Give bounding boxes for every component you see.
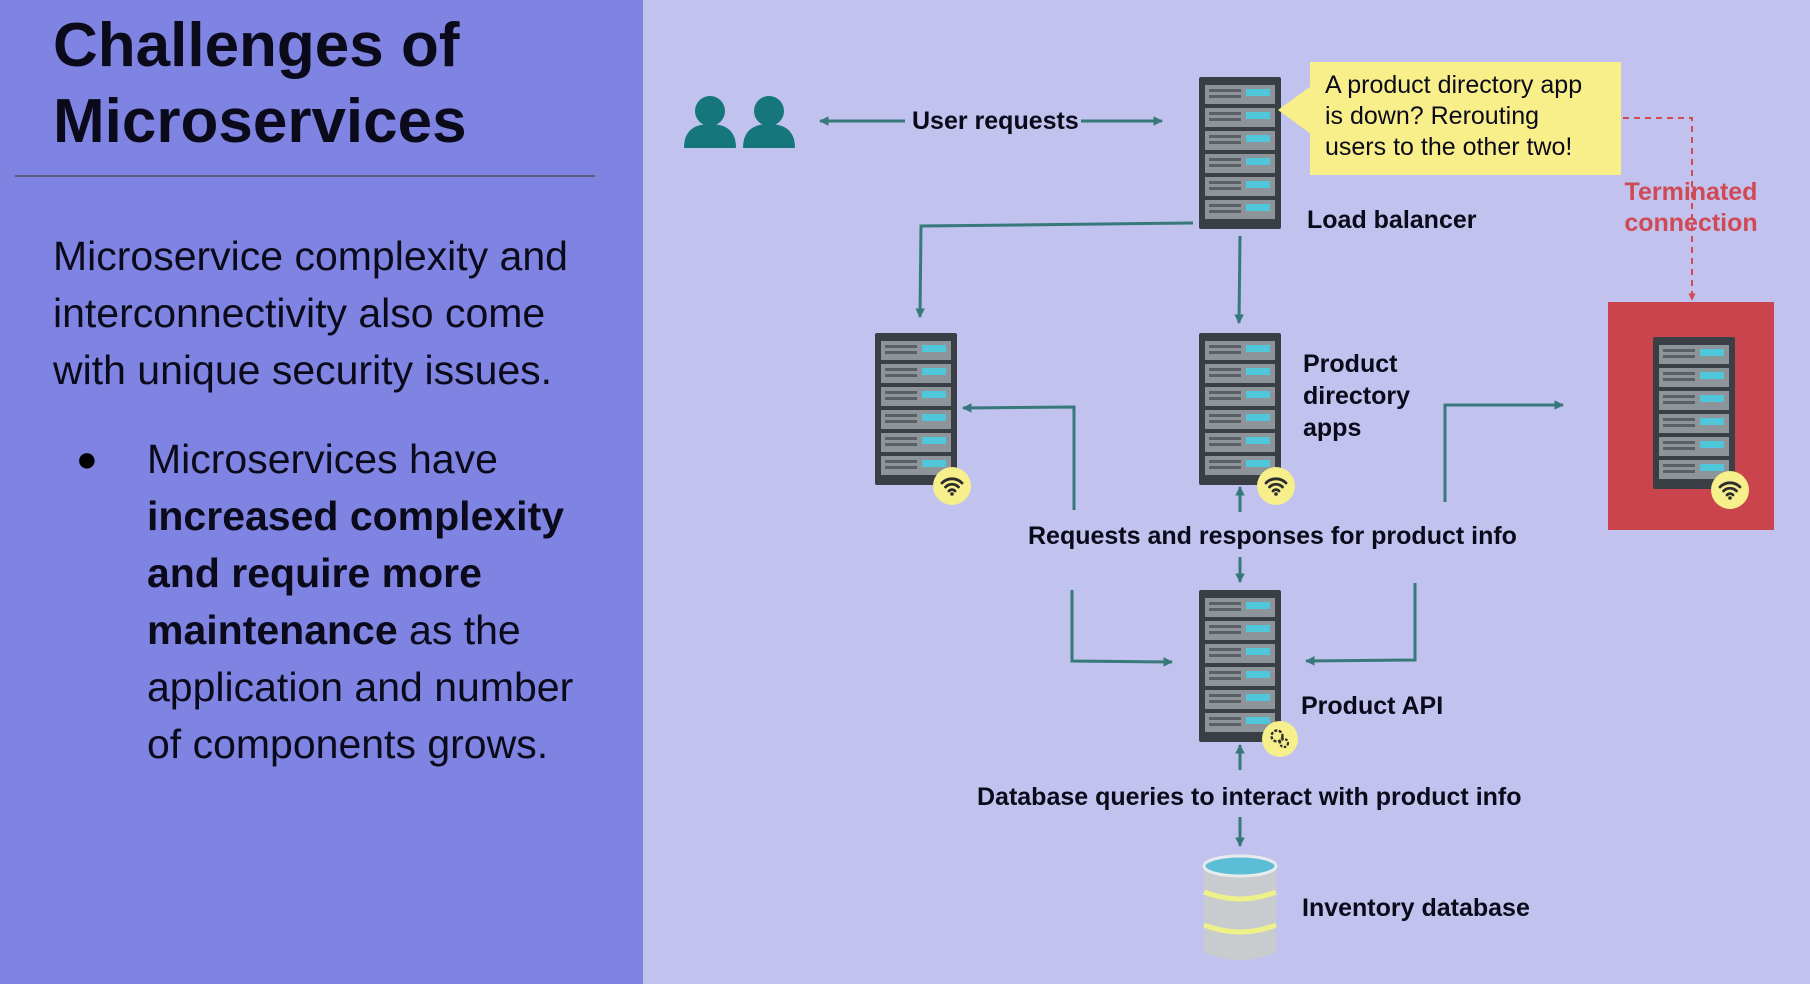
product-directory-line-3: apps bbox=[1303, 414, 1362, 442]
product-app-server-icon bbox=[875, 333, 957, 485]
callout-line-1: A product directory app bbox=[1325, 71, 1583, 99]
inventory-database-label: Inventory database bbox=[1302, 894, 1530, 922]
load-balancer-label: Load balancer bbox=[1307, 206, 1477, 234]
bullet-bold-text: increased complexity and require more ma… bbox=[147, 493, 565, 653]
slide-title: Challenges of Microservices bbox=[53, 8, 467, 160]
product-app-server-icon bbox=[1199, 333, 1281, 485]
right-to-api-arrow bbox=[1305, 583, 1417, 666]
terminated-line-1: Terminated bbox=[1624, 178, 1758, 206]
product-directory-line-1: Product bbox=[1303, 350, 1398, 378]
failed-product-app-server-icon bbox=[1653, 337, 1735, 489]
request-to-left-app-arrow bbox=[962, 403, 1076, 510]
wifi-icon bbox=[1255, 465, 1297, 507]
product-directory-label: Product directory apps bbox=[1303, 348, 1410, 444]
requests-responses-label: Requests and responses for product info bbox=[1028, 522, 1517, 550]
database-icon bbox=[1202, 854, 1278, 960]
terminated-connection-label: Terminated connection bbox=[1600, 177, 1782, 239]
reroute-callout: A product directory app is down? Rerouti… bbox=[1310, 62, 1621, 175]
product-directory-line-2: directory bbox=[1303, 382, 1410, 410]
bullet-text-part: Microservices have bbox=[147, 436, 498, 482]
intro-paragraph: Microservice complexity and interconnect… bbox=[53, 233, 568, 393]
text-panel: Challenges of Microservices Microservice… bbox=[0, 0, 643, 984]
lb-to-middle-app-arrow bbox=[1234, 235, 1244, 324]
bullet-paragraph: Microservices have increased complexity … bbox=[147, 431, 607, 773]
bullet-marker: ● bbox=[76, 438, 98, 479]
product-api-label: Product API bbox=[1301, 692, 1444, 720]
database-queries-label: Database queries to interact with produc… bbox=[977, 783, 1522, 811]
users-icon bbox=[684, 96, 795, 148]
title-divider bbox=[15, 175, 595, 177]
product-api-server-icon bbox=[1199, 590, 1281, 742]
user-requests-label: User requests bbox=[912, 107, 1079, 135]
title-line-2: Microservices bbox=[53, 87, 467, 156]
left-to-api-arrow bbox=[1070, 590, 1173, 667]
wifi-icon bbox=[931, 465, 973, 507]
wifi-icon bbox=[1709, 469, 1751, 511]
terminated-connection-line bbox=[1623, 117, 1696, 301]
callout-pointer bbox=[1278, 86, 1311, 134]
gears-icon bbox=[1262, 721, 1298, 757]
request-to-failed-app-arrow bbox=[1443, 400, 1564, 502]
load-balancer-server-icon bbox=[1199, 77, 1281, 229]
callout-line-2: is down? Rerouting bbox=[1325, 102, 1540, 130]
terminated-line-2: connection bbox=[1624, 209, 1758, 237]
lb-to-left-app-arrow bbox=[915, 221, 1194, 318]
title-line-1: Challenges of bbox=[53, 11, 460, 80]
bullet-text-part: as the application and number of compone… bbox=[147, 607, 574, 767]
callout-line-3: users to the other two! bbox=[1325, 133, 1573, 161]
